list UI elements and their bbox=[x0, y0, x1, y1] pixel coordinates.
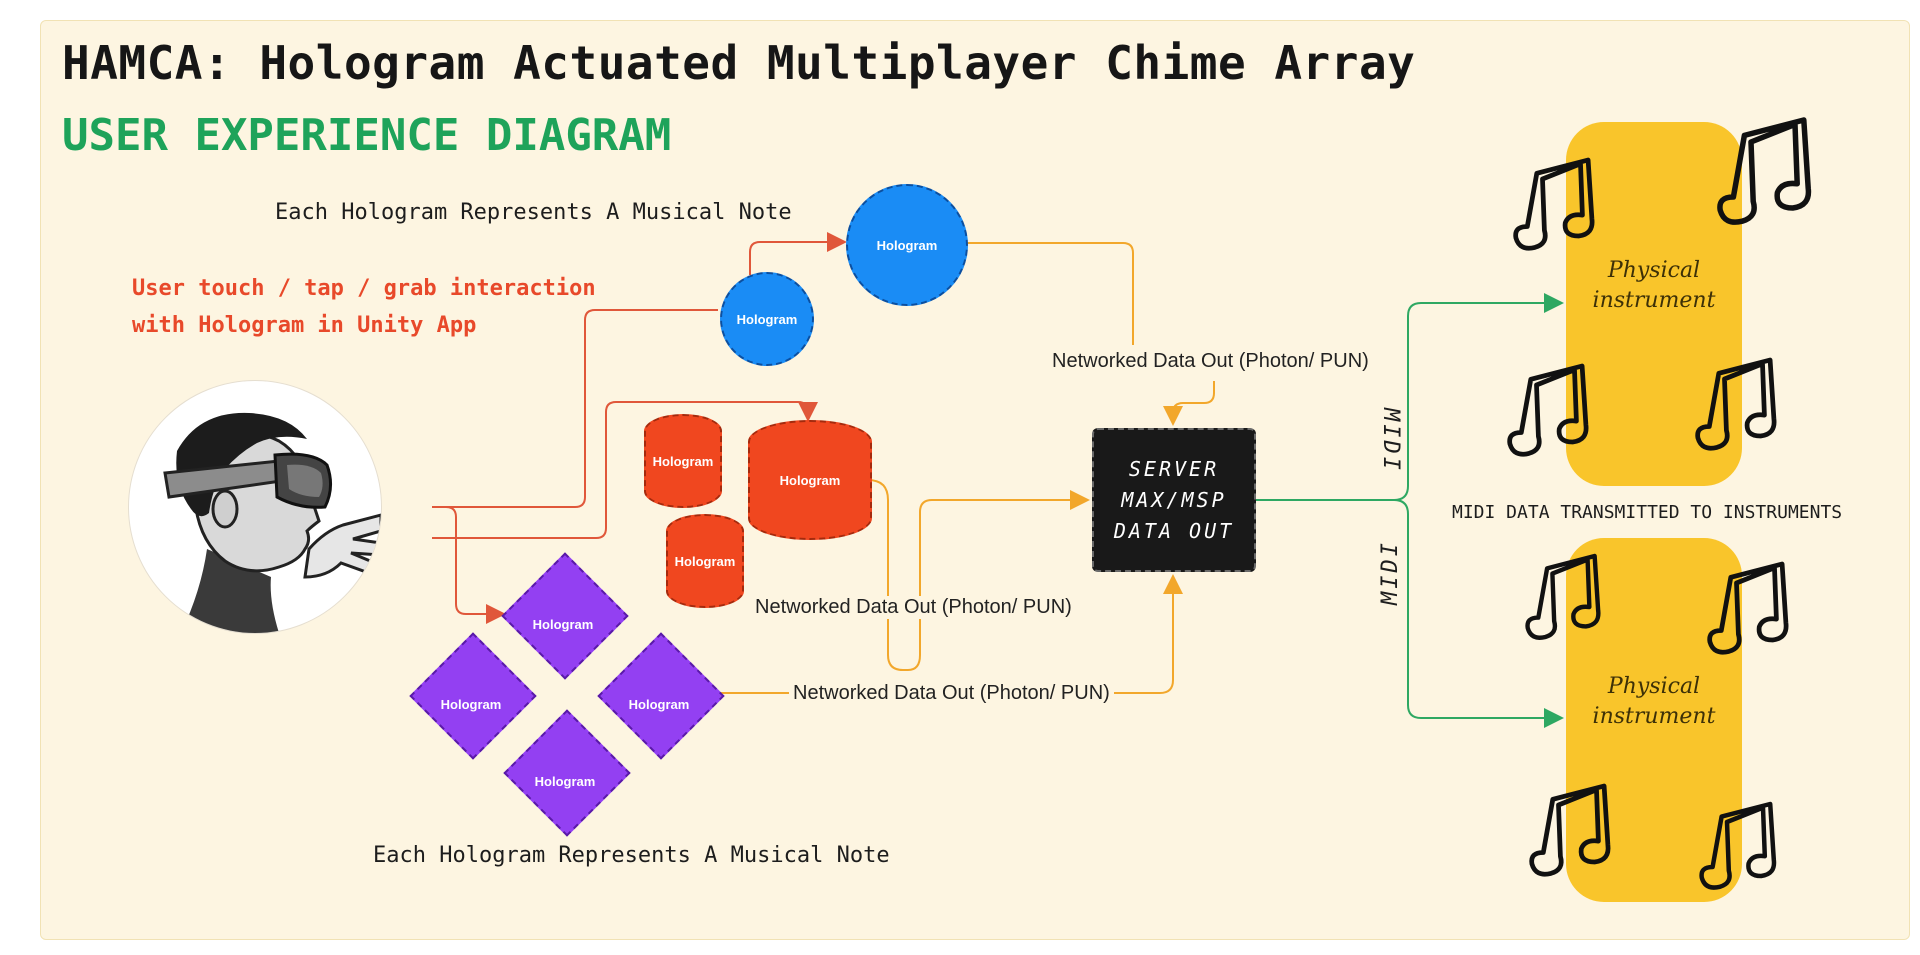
hologram-circle-large[interactable]: Hologram bbox=[846, 184, 968, 306]
user-hololens-avatar bbox=[128, 380, 382, 634]
music-note-icon bbox=[1528, 556, 1599, 638]
connector-cylinders-to-server bbox=[867, 479, 1090, 671]
page-title: HAMCA: Hologram Actuated Multiplayer Chi… bbox=[62, 36, 1416, 90]
user-hololens-icon bbox=[163, 412, 381, 633]
connector-midi-to-instrument-1 bbox=[1393, 293, 1564, 501]
hologram-cylinder-bottom[interactable]: Hologram bbox=[666, 514, 744, 608]
music-note-icon bbox=[1710, 564, 1786, 652]
connector-circle-to-circle bbox=[749, 232, 847, 275]
instrument-lower-line1: Physical bbox=[1607, 674, 1701, 699]
hologram-circle-small[interactable]: Hologram bbox=[720, 272, 814, 366]
network-label-hologram-circles: Networked Data Out (Photon/ PUN) bbox=[1048, 350, 1373, 373]
hologram-diamond-right-label: Hologram bbox=[628, 697, 690, 712]
connector-circle-to-server bbox=[966, 242, 1134, 345]
instrument-lower-line2: instrument bbox=[1592, 704, 1716, 729]
hologram-cylinder-small[interactable]: Hologram bbox=[644, 414, 722, 508]
network-label-hologram-cylinders: Networked Data Out (Photon/ PUN) bbox=[751, 596, 1076, 619]
instrument-upper-label: Physical instrument bbox=[1566, 256, 1742, 316]
connector-diamonds-to-server bbox=[718, 574, 1183, 694]
midi-transmit-label: MIDI DATA TRANSMITTED TO INSTRUMENTS bbox=[1452, 502, 1843, 523]
connector-midi-to-instrument-2 bbox=[1393, 499, 1564, 728]
connector-network-1-to-server bbox=[1163, 381, 1215, 426]
interaction-label-line2: with Hologram in Unity App bbox=[132, 313, 477, 338]
hologram-diamond-left-label: Hologram bbox=[440, 697, 502, 712]
music-note-icon bbox=[1720, 120, 1809, 222]
hologram-diamond-top-label: Hologram bbox=[532, 617, 594, 632]
instrument-upper-line2: instrument bbox=[1592, 288, 1716, 313]
physical-instrument-upper bbox=[1566, 122, 1742, 486]
hologram-cylinder-large[interactable]: Hologram bbox=[748, 420, 872, 540]
server-max-msp-block: SERVER MAX/MSP DATA OUT bbox=[1092, 428, 1256, 572]
connector-user-to-diamonds bbox=[432, 506, 506, 624]
music-note-icon bbox=[1698, 360, 1774, 448]
server-line2: MAX/MSP bbox=[1121, 487, 1227, 512]
connector-user-to-cylinders bbox=[432, 401, 818, 539]
interaction-label: User touch / tap / grab interaction with… bbox=[132, 270, 596, 344]
note-label-top: Each Hologram Represents A Musical Note bbox=[275, 200, 792, 225]
instrument-lower-label: Physical instrument bbox=[1566, 672, 1742, 732]
instrument-upper-line1: Physical bbox=[1607, 258, 1701, 283]
music-note-icon bbox=[1516, 160, 1592, 248]
music-note-icon bbox=[1510, 366, 1586, 454]
connector-user-to-circle bbox=[432, 309, 718, 508]
page-subtitle: USER EXPERIENCE DIAGRAM bbox=[62, 110, 672, 161]
hologram-diamond-bottom-label: Hologram bbox=[534, 774, 596, 789]
music-note-icon bbox=[1532, 786, 1608, 874]
music-note-icon bbox=[1702, 804, 1774, 888]
server-line1: SERVER bbox=[1128, 456, 1220, 481]
note-label-bottom: Each Hologram Represents A Musical Note bbox=[373, 843, 890, 868]
network-label-hologram-diamonds: Networked Data Out (Photon/ PUN) bbox=[789, 682, 1114, 705]
interaction-label-line1: User touch / tap / grab interaction bbox=[132, 276, 596, 301]
server-line3: DATA OUT bbox=[1113, 518, 1235, 543]
